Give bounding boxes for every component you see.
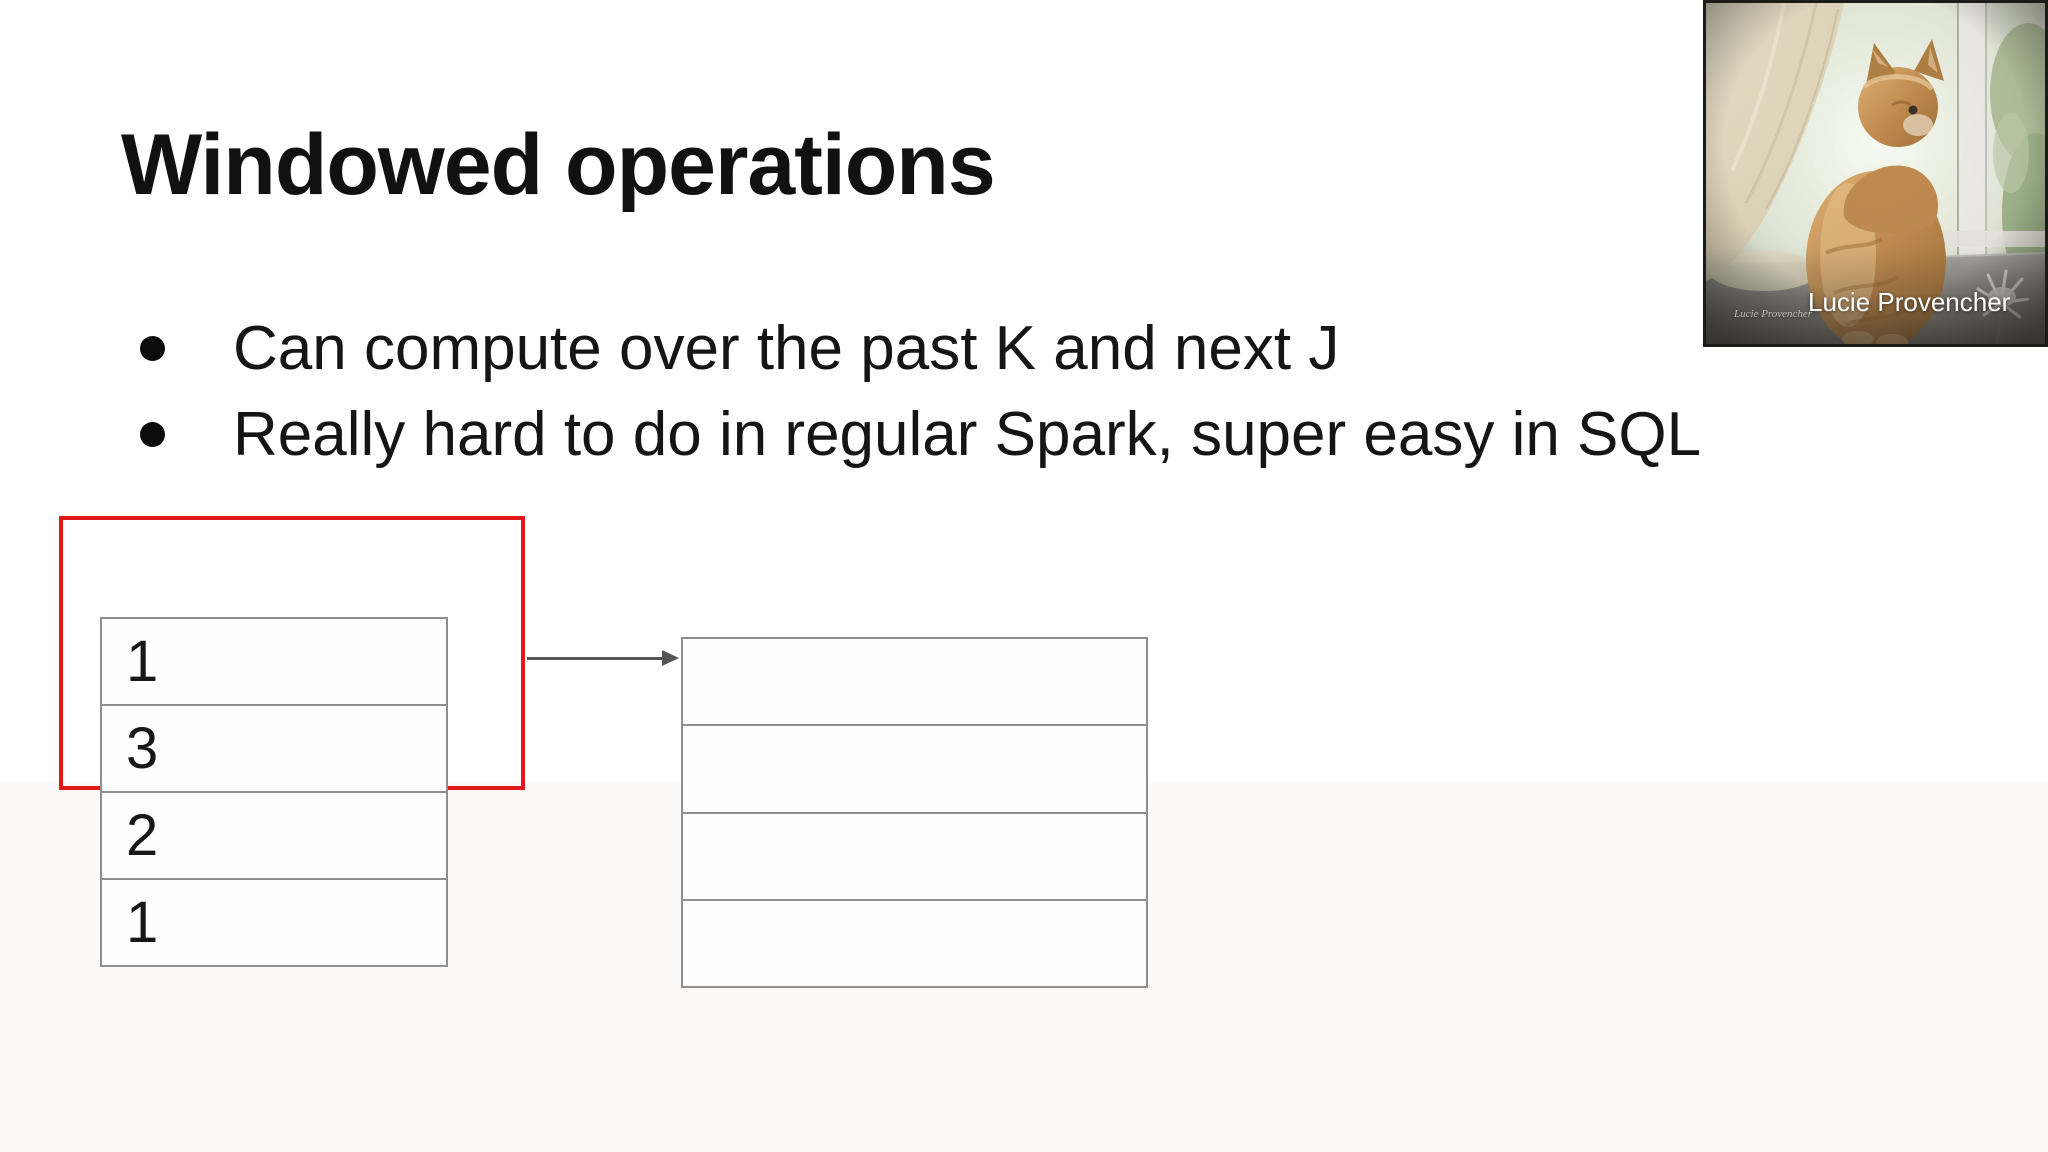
- table-cell-value: 3: [126, 716, 159, 781]
- table-cell-value: 1: [126, 629, 159, 694]
- watermark-text: Lucie Provencher: [1734, 308, 1813, 320]
- table-row: 1: [102, 619, 446, 704]
- table-row: [683, 724, 1146, 811]
- webcam-tile: Lucie Provencher Lucie Provencher: [1703, 0, 2048, 347]
- vignette-overlay: [1706, 3, 2045, 344]
- table-row: 2: [102, 791, 446, 878]
- arrow-head: [662, 650, 679, 666]
- output-table: [681, 637, 1148, 988]
- arrow-shaft: [527, 657, 663, 660]
- flow-arrow-icon: [527, 650, 679, 666]
- table-row: [683, 811, 1146, 899]
- presenter-name-label: Lucie Provencher: [1808, 287, 2011, 317]
- table-cell-value: 1: [126, 890, 159, 955]
- webcam-video: [1706, 3, 2045, 344]
- table-row: [683, 639, 1146, 724]
- input-table: 1 3 2 1: [100, 617, 448, 967]
- bullet-item: Really hard to do in regular Spark, supe…: [140, 391, 1701, 477]
- bullet-dot-icon: [140, 421, 165, 447]
- table-cell-value: 2: [126, 803, 159, 868]
- table-row: 1: [102, 878, 446, 965]
- slide-title: Windowed operations: [121, 117, 996, 213]
- table-row: 3: [102, 704, 446, 791]
- bullet-item: Can compute over the past K and next J: [140, 305, 1701, 391]
- bullet-list: Can compute over the past K and next J R…: [140, 305, 1701, 477]
- table-row: [683, 898, 1146, 986]
- bullet-dot-icon: [140, 335, 165, 361]
- bullet-text: Really hard to do in regular Spark, supe…: [233, 399, 1702, 469]
- bullet-text: Can compute over the past K and next J: [233, 313, 1340, 383]
